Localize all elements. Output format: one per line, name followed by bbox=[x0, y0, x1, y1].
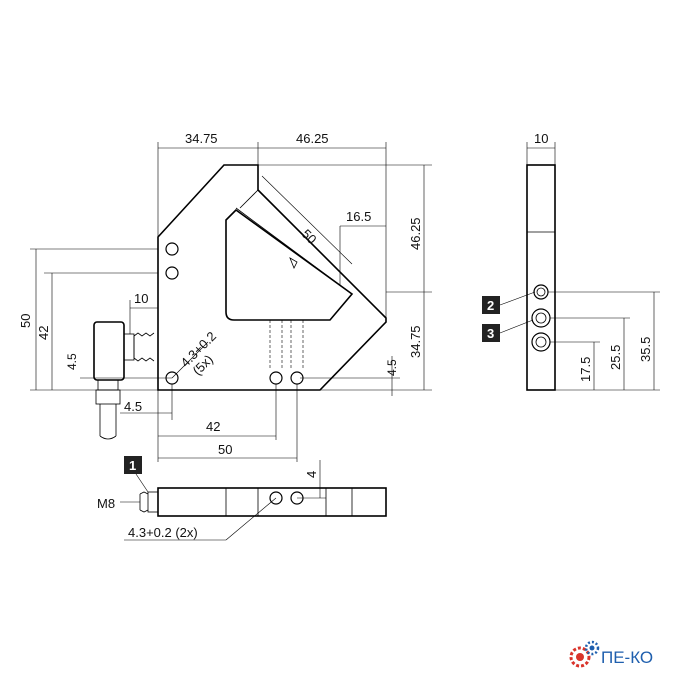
beam-line-outer bbox=[257, 189, 387, 319]
dim-bottom-full: 50 bbox=[218, 442, 232, 457]
front-view: 34.75 46.25 50 16.5 46.25 34.75 4.5 50 4… bbox=[18, 131, 432, 462]
marker-2: 2 bbox=[482, 291, 536, 314]
bottom-hole-label: 4.3+0.2 (2x) bbox=[128, 525, 198, 540]
mount-hole bbox=[165, 242, 179, 256]
dim-top-right: 46.25 bbox=[296, 131, 329, 146]
dim-right-lower: 34.75 bbox=[408, 325, 423, 358]
svg-text:1: 1 bbox=[129, 458, 136, 473]
logo-text: ПЕ-КО bbox=[601, 648, 653, 667]
dim-side-h2: 25.5 bbox=[608, 345, 623, 370]
dim-left-outer: 50 bbox=[18, 314, 33, 328]
dim-left-inner: 42 bbox=[36, 326, 51, 340]
beam-arrow-icon bbox=[289, 257, 298, 269]
teach-button bbox=[531, 308, 551, 328]
dim-bottom-offset: 4 bbox=[304, 471, 319, 478]
gear-icon bbox=[569, 640, 600, 668]
cable-connector bbox=[93, 321, 159, 440]
side-view: 10 17.5 25.5 35.5 2 3 bbox=[482, 131, 660, 391]
dim-bottom-small: 4.5 bbox=[124, 399, 142, 414]
company-logo: ПЕ-КО bbox=[569, 640, 653, 668]
led-indicator bbox=[533, 284, 549, 300]
dim-side-h3: 35.5 bbox=[638, 337, 653, 362]
marker-1: 1 bbox=[124, 456, 149, 493]
thread-label: M8 bbox=[97, 496, 115, 511]
beam-line bbox=[235, 207, 353, 295]
mount-hole bbox=[269, 371, 283, 385]
dim-right-small: 4.5 bbox=[385, 359, 399, 376]
connector-socket bbox=[531, 332, 551, 352]
dim-left-small: 4.5 bbox=[65, 353, 79, 370]
marker-3: 3 bbox=[482, 319, 534, 342]
svg-text:2: 2 bbox=[487, 298, 494, 313]
side-body-outline bbox=[526, 164, 556, 391]
dim-right-upper: 46.25 bbox=[408, 217, 423, 250]
arm-edge bbox=[239, 189, 259, 209]
dim-top-left: 34.75 bbox=[185, 131, 218, 146]
dim-side-width: 10 bbox=[534, 131, 548, 146]
dim-connector: 10 bbox=[134, 291, 148, 306]
bottom-view: M8 1 4 4.3+0.2 (2x) bbox=[97, 456, 387, 541]
mount-hole bbox=[165, 266, 179, 280]
dim-inner-right: 16.5 bbox=[346, 209, 371, 224]
svg-text:3: 3 bbox=[487, 326, 494, 341]
dim-side-h1: 17.5 bbox=[578, 357, 593, 382]
dim-bottom-mid: 42 bbox=[206, 419, 220, 434]
